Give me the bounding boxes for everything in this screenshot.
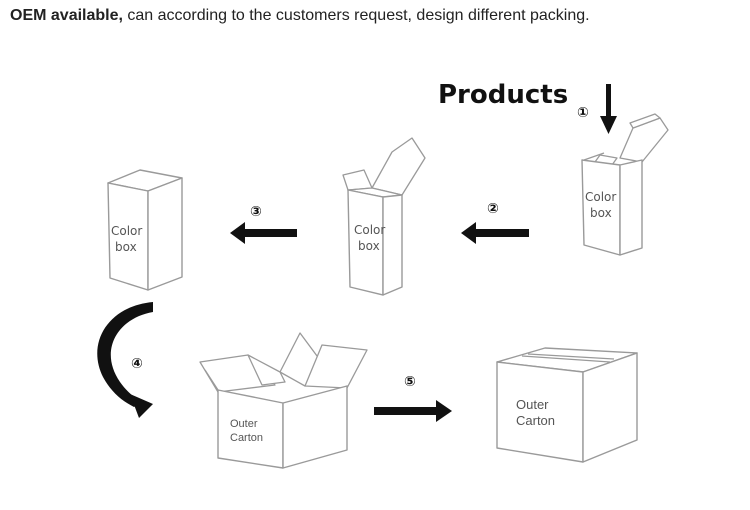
step-5-marker: ⑤ (404, 374, 416, 390)
color-box-open-middle: Color box (342, 137, 426, 296)
intro-rest: can according to the customers request, … (122, 7, 590, 24)
outer-carton-open: Outer Carton (199, 332, 368, 469)
left-arrow-icon-2 (461, 222, 529, 244)
left-arrow-icon-3 (230, 222, 297, 244)
color-box-1-label-line1: Color (585, 190, 616, 204)
color-box-open-right: Color box (581, 113, 669, 256)
outer-open-label-line2: Carton (230, 432, 263, 444)
color-box-1-label-line2: box (590, 206, 612, 220)
right-arrow-icon (374, 400, 452, 422)
step-2-marker: ② (487, 201, 499, 217)
color-box-2-label-line1: Color (354, 223, 385, 237)
down-arrow-icon (600, 84, 617, 134)
curved-arrow-icon (97, 302, 153, 418)
step-1-marker: ① (577, 105, 589, 121)
step-4-marker: ④ (131, 356, 143, 372)
intro-text: OEM available, can according to the cust… (10, 7, 590, 25)
outer-closed-label-line1: Outer (516, 397, 549, 412)
color-box-3-label-line1: Color (111, 224, 142, 238)
intro-bold: OEM available, (10, 7, 123, 24)
color-box-2-label-line2: box (358, 239, 380, 253)
color-box-closed-left: Color box (107, 169, 183, 291)
step-3-marker: ③ (250, 204, 262, 220)
outer-closed-label-line2: Carton (516, 413, 555, 428)
diagram-title: Products (438, 80, 568, 110)
outer-open-label-line1: Outer (230, 418, 258, 430)
outer-carton-closed: Outer Carton (496, 347, 638, 463)
color-box-3-label-line2: box (115, 240, 137, 254)
